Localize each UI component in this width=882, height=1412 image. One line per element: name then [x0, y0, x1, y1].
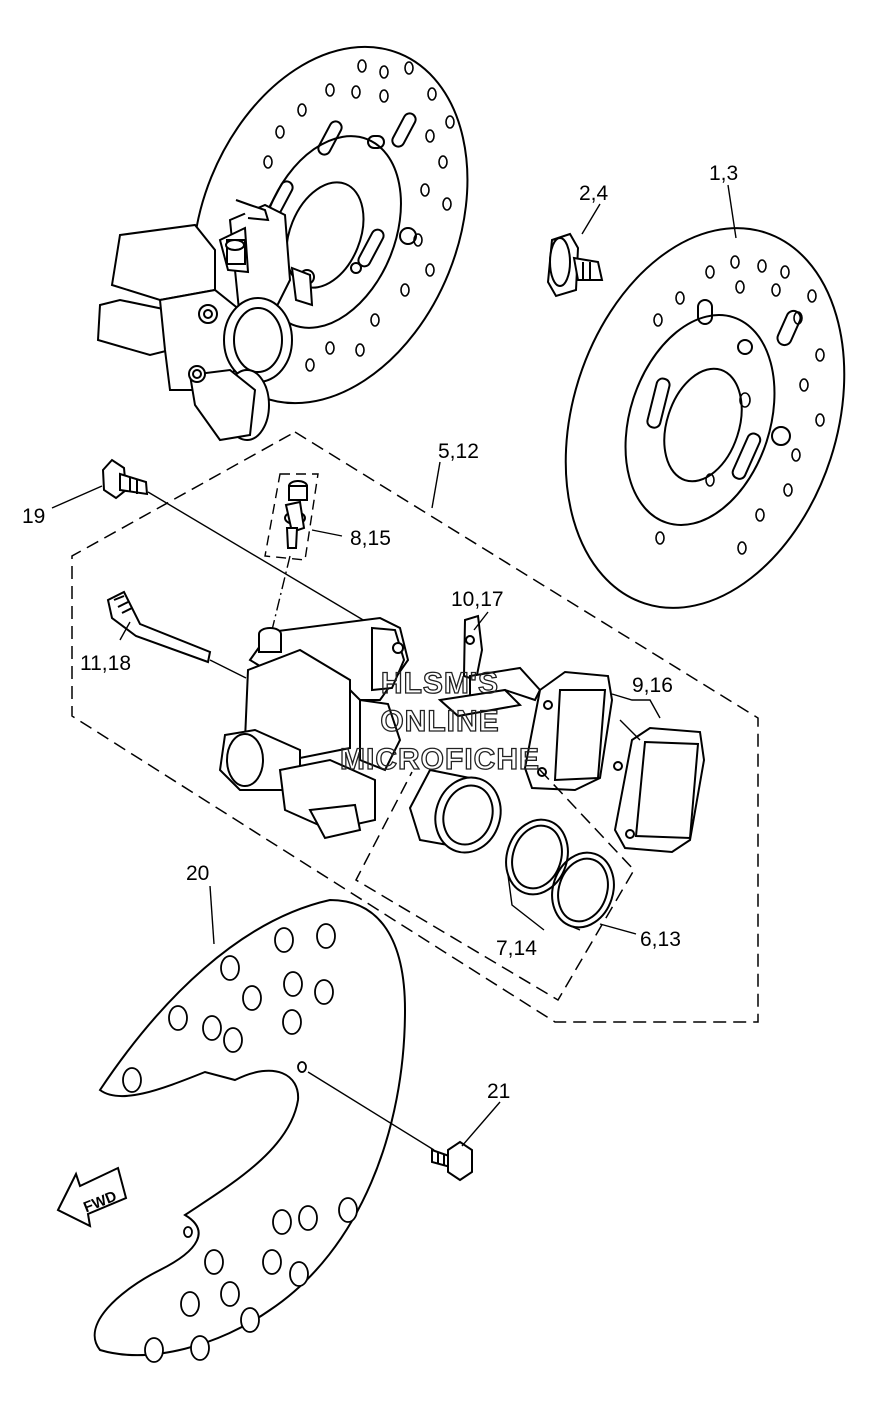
- bolt-21-axis: [307, 1071, 435, 1151]
- watermark: HLSM'S ONLINE MICROFICHE: [339, 666, 540, 776]
- pads-leader: [611, 693, 661, 741]
- label-19: 19: [22, 505, 45, 528]
- label-leaders: [51, 184, 737, 1147]
- kit-boundaries: [71, 431, 759, 1023]
- watermark-line-3: MICROFICHE: [340, 743, 540, 776]
- caliper-body-5-12: [218, 616, 410, 840]
- watermark-line-1: HLSM'S: [381, 667, 499, 700]
- watermark-line-2: ONLINE: [380, 705, 499, 738]
- label-6-13: 6,13: [640, 928, 681, 951]
- bleed-screw-8-15: [264, 473, 319, 631]
- label-5-12: 5,12: [438, 440, 479, 463]
- brake-disc-1-3: [564, 227, 846, 609]
- pad-spring-10-17: [437, 614, 542, 718]
- label-20: 20: [186, 862, 209, 885]
- label-11-18: 11,18: [80, 652, 131, 675]
- seals-leader: [507, 874, 581, 931]
- callout-labels: 1,3 2,4 5,12 19 8,15 10,17 11,18 9,16 6,…: [22, 162, 738, 1103]
- label-21: 21: [487, 1080, 510, 1103]
- disc-bolt-2-4: [546, 232, 604, 298]
- label-1-3: 1,3: [709, 162, 738, 185]
- fwd-arrow-icon: FWD: [56, 1166, 128, 1228]
- slide-pin-11-18: [106, 590, 212, 664]
- cover-bolt-21: [431, 1140, 473, 1182]
- assembled-caliper: [96, 199, 314, 442]
- seals-7-14: [505, 818, 615, 929]
- brake-pads-9-16: [523, 670, 706, 854]
- label-7-14: 7,14: [496, 937, 537, 960]
- bolt-19: [101, 458, 149, 500]
- bolt-19-leader: [147, 491, 381, 631]
- label-2-4: 2,4: [579, 182, 609, 205]
- label-8-15: 8,15: [350, 527, 391, 550]
- label-9-16: 9,16: [632, 674, 673, 697]
- pin-leader: [209, 659, 247, 679]
- piston-6-13: [408, 768, 502, 854]
- label-10-17: 10,17: [451, 588, 504, 611]
- disc-cover-20: [93, 898, 407, 1363]
